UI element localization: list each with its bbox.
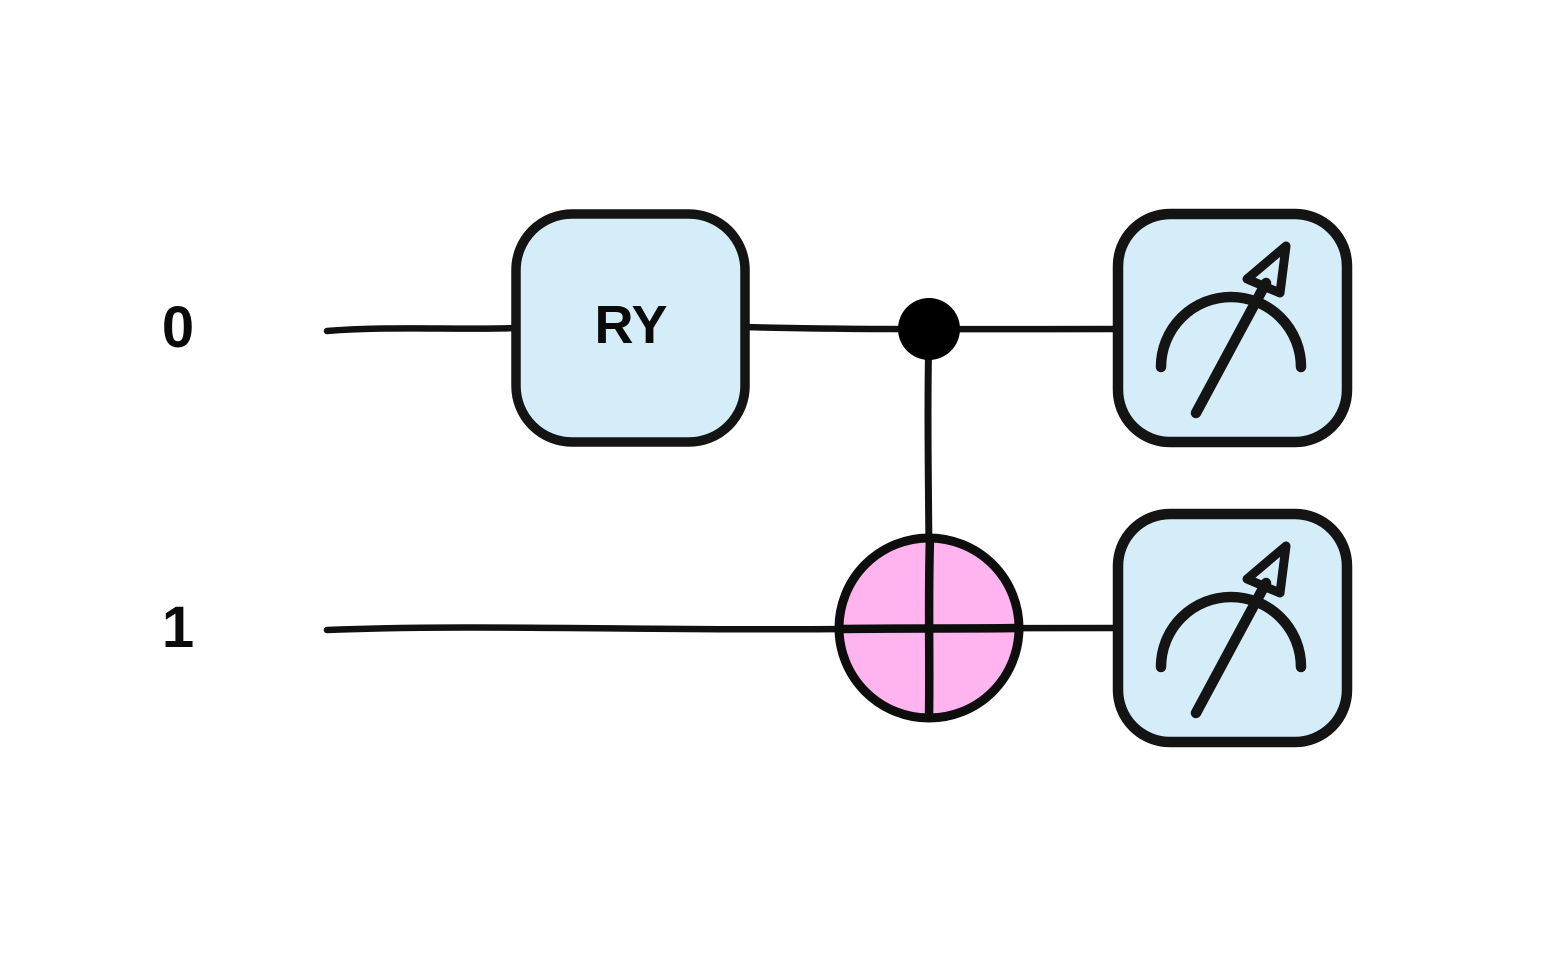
cnot-target [833, 533, 1025, 723]
measure-gate-qubit-1 [1112, 508, 1353, 748]
measure-gate-1-box [1112, 508, 1353, 748]
wire-qubit-0-segment-left [323, 324, 520, 335]
ry-gate-label: RY [594, 295, 667, 355]
cnot-target-cross-vertical [924, 534, 935, 722]
measure-gate-0-box [1112, 208, 1353, 448]
qubit-1-label: 1 [162, 595, 194, 660]
ry-gate: RY [511, 209, 750, 447]
ry-gate-box [511, 209, 750, 447]
cnot-control-dot [898, 298, 960, 360]
measure-gate-qubit-0 [1112, 208, 1353, 448]
qubit-0-label: 0 [162, 295, 194, 360]
